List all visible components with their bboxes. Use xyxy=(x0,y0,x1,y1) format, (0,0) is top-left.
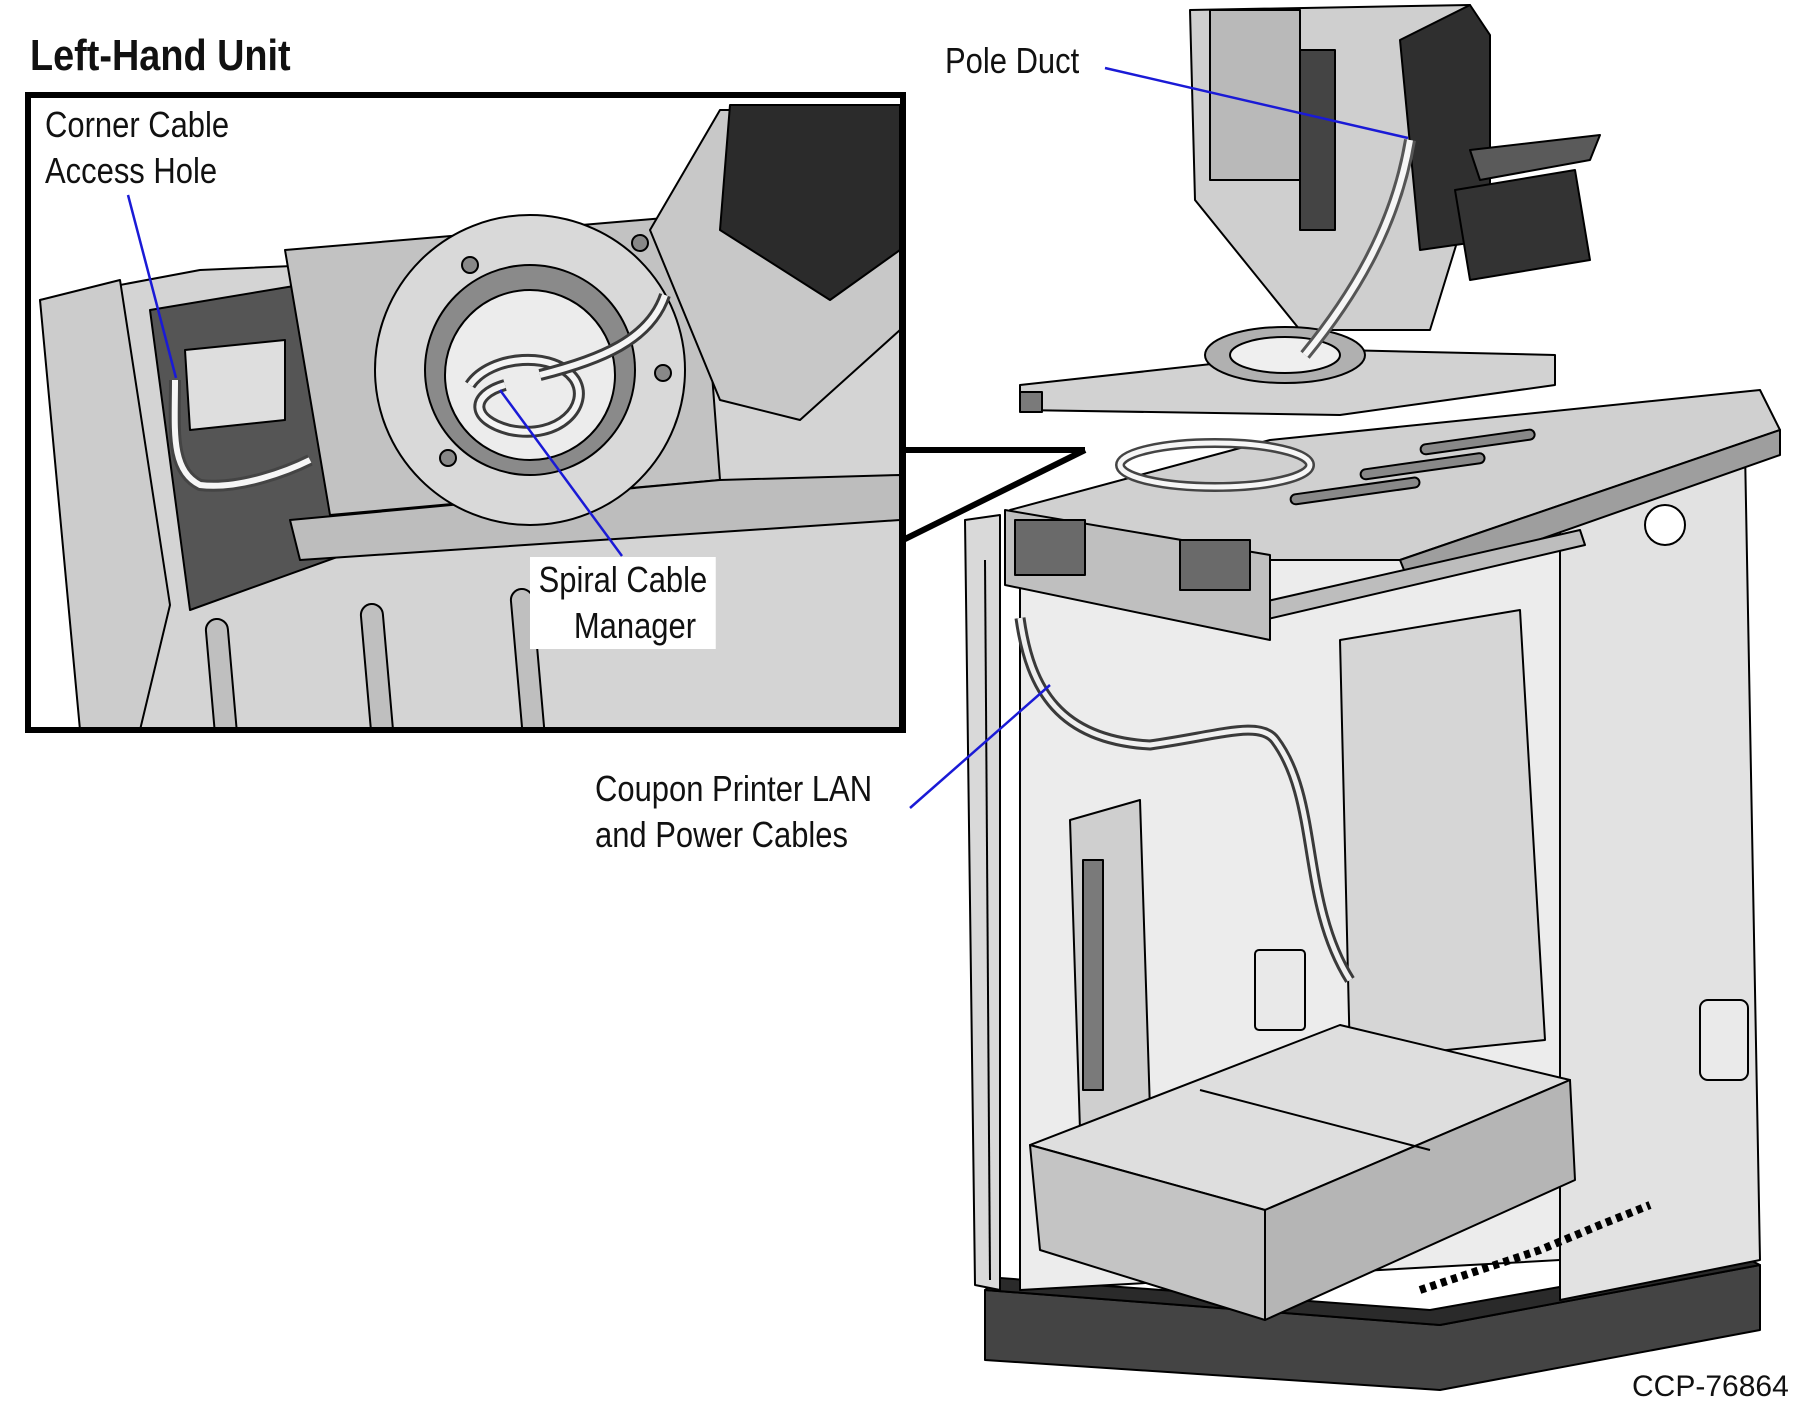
corner-hole-label: Corner Cable Access Hole xyxy=(45,102,229,194)
spiral-manager-label: Spiral Cable Manager xyxy=(530,557,716,649)
cabinet-right-panel xyxy=(1559,449,1761,1301)
coupon-line1: Coupon Printer LAN xyxy=(595,768,873,809)
coupon-line2: and Power Cables xyxy=(595,814,848,855)
spiral-line2: Manager xyxy=(573,605,697,646)
inset-detail xyxy=(25,92,906,733)
cabinet-left-frame xyxy=(964,514,1001,1291)
corner-hole-line2: Access Hole xyxy=(45,150,218,191)
zoom-connector xyxy=(901,447,1087,543)
leader-spiral xyxy=(498,389,624,557)
coupon-printer-cables xyxy=(1014,617,1355,983)
page-title: Left-Hand Unit xyxy=(30,31,291,80)
leader-coupon xyxy=(909,684,1051,809)
leader-corner-hole xyxy=(126,194,178,379)
pole-assembly xyxy=(1019,4,1601,492)
figure-id: CCP-76864 xyxy=(1632,1370,1789,1403)
pole-duct-text: Pole Duct xyxy=(945,40,1080,81)
leader-lines xyxy=(126,66,1409,809)
spiral-line1: Spiral Cable xyxy=(538,559,708,600)
pole-duct-label: Pole Duct xyxy=(945,38,1079,84)
kiosk-cabinet xyxy=(964,389,1781,1391)
inset-frame xyxy=(25,92,906,733)
corner-hole-line1: Corner Cable xyxy=(45,104,230,145)
coupon-cables-label: Coupon Printer LAN and Power Cables xyxy=(595,766,872,858)
leader-pole-duct xyxy=(1104,66,1409,140)
